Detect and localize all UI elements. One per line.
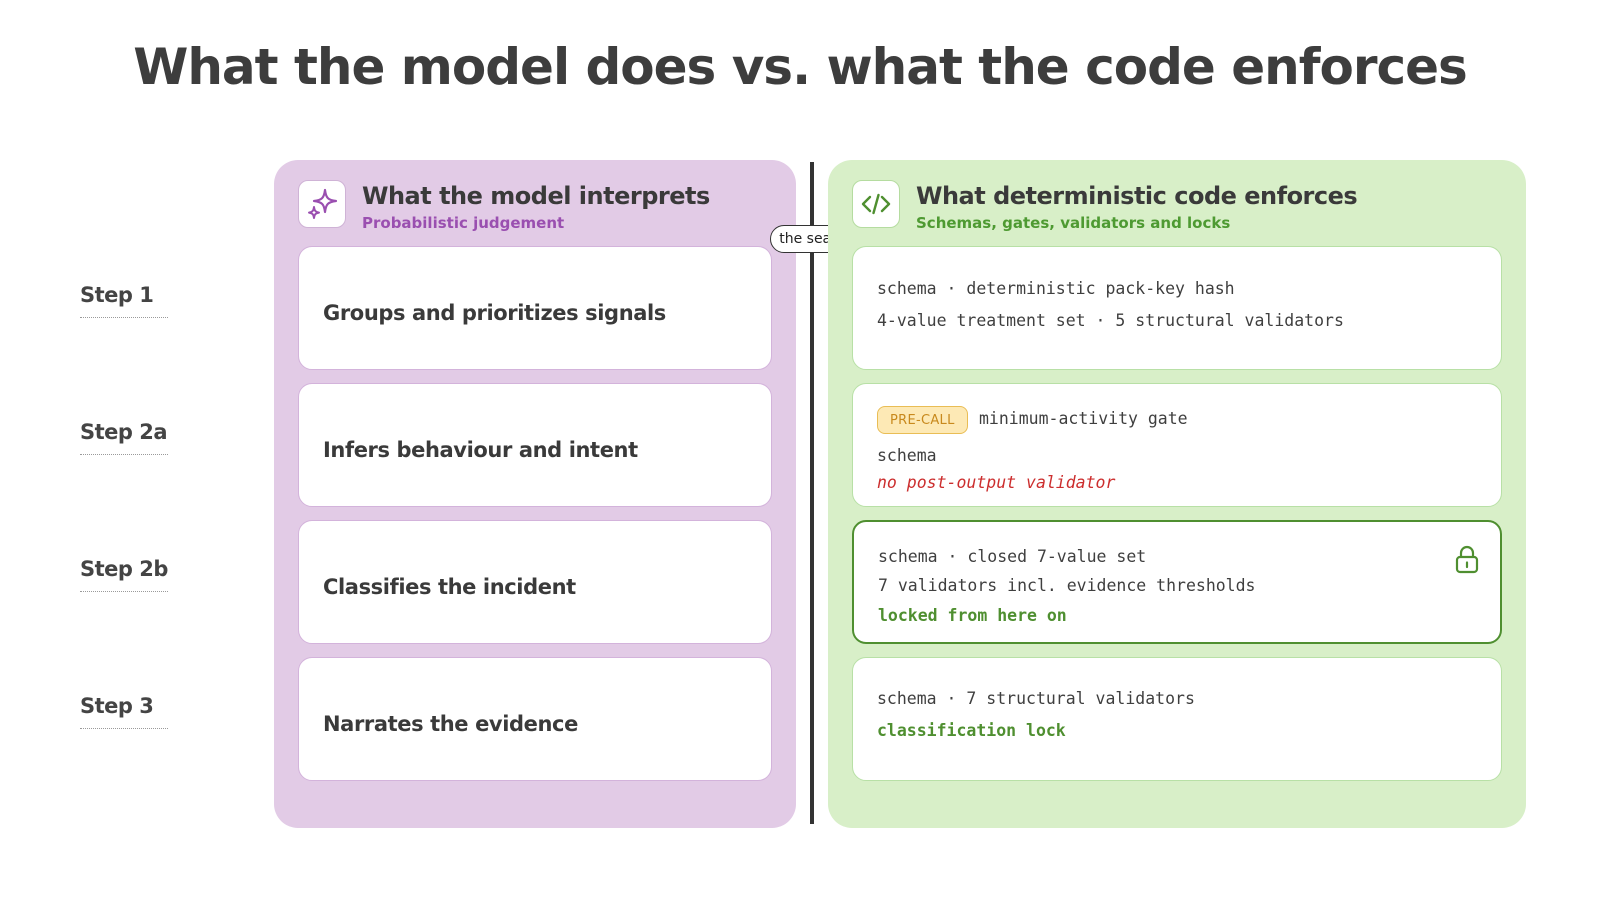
gate-text: minimum-activity gate: [979, 409, 1188, 428]
sparkle-icon: [298, 180, 346, 228]
step-label-3: Step 3: [80, 694, 168, 729]
model-card-step-2b: Classifies the incident: [298, 520, 772, 644]
code-card-step-1: schema · deterministic pack-key hash 4-v…: [852, 246, 1502, 370]
code-card-step-2b: schema · closed 7-value set 7 validators…: [852, 520, 1502, 644]
page-title: What the model does vs. what the code en…: [133, 38, 1468, 96]
lock-note: locked from here on: [878, 606, 1067, 625]
code-card-step-3: schema · 7 structural validators classif…: [852, 657, 1502, 781]
code-line: 7 validators incl. evidence thresholds: [878, 576, 1256, 595]
model-card-step-3: Narrates the evidence: [298, 657, 772, 781]
code-line: schema · closed 7-value set: [878, 547, 1147, 566]
model-card-text: Groups and prioritizes signals: [323, 301, 666, 325]
code-line: schema: [877, 446, 937, 465]
model-card-step-2a: Infers behaviour and intent: [298, 383, 772, 507]
step-label-2a: Step 2a: [80, 420, 168, 455]
model-interprets-panel: What the model interprets Probabilistic …: [274, 160, 796, 828]
right-panel-title: What deterministic code enforces: [916, 182, 1358, 210]
seam-divider: [810, 162, 814, 824]
pre-call-badge: PRE-CALL: [877, 406, 968, 434]
model-card-step-1: Groups and prioritizes signals: [298, 246, 772, 370]
left-panel-subtitle: Probabilistic judgement: [362, 214, 565, 232]
code-card-step-2a: PRE-CALL minimum-activity gate schema no…: [852, 383, 1502, 507]
code-icon: [852, 180, 900, 228]
code-line: 4-value treatment set · 5 structural val…: [877, 311, 1344, 330]
right-panel-subtitle: Schemas, gates, validators and locks: [916, 214, 1231, 232]
model-card-text: Narrates the evidence: [323, 712, 578, 736]
code-line: schema · 7 structural validators: [877, 689, 1195, 708]
model-card-text: Classifies the incident: [323, 575, 576, 599]
step-label-1: Step 1: [80, 283, 168, 318]
model-card-text: Infers behaviour and intent: [323, 438, 638, 462]
code-enforces-panel: What deterministic code enforces Schemas…: [828, 160, 1526, 828]
left-panel-title: What the model interprets: [362, 182, 710, 210]
warning-text: no post-output validator: [877, 473, 1116, 492]
code-line: schema · deterministic pack-key hash: [877, 279, 1235, 298]
lock-icon: [1454, 544, 1480, 578]
lock-note: classification lock: [877, 721, 1066, 740]
step-label-2b: Step 2b: [80, 557, 168, 592]
